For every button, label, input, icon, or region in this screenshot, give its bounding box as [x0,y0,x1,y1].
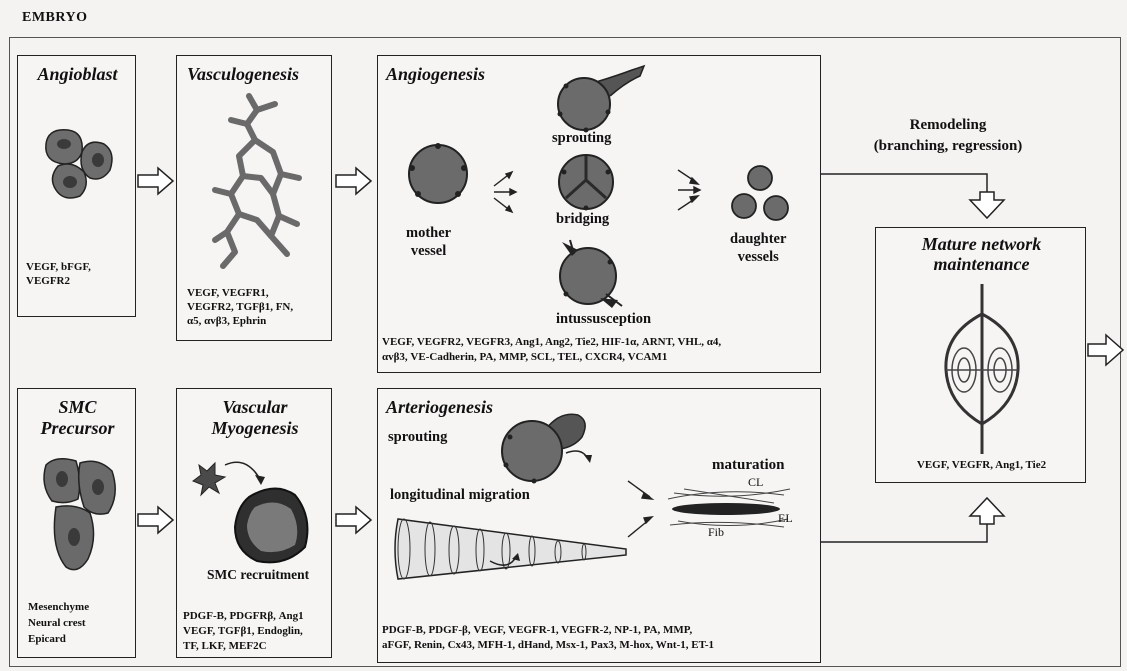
vascular-myogenesis-title: Vascular Myogenesis [177,397,333,439]
arteriogenesis-title: Arteriogenesis [386,397,493,418]
sprouting-vessel [536,62,656,132]
migration-cone [390,509,630,589]
angioblast-box: Angioblast VEGF, bFGF, VEGFR2 [17,55,136,317]
mature-network-factors: VEGF, VEGFR, Ang1, Tie2 [882,458,1081,472]
angioblast-cells [38,124,118,204]
arteriogenesis-factors: PDGF-B, PDGF-β, VEGF, VEGFR-1, VEGFR-2, … [382,623,714,653]
mature-network-title: Mature network maintenance [876,234,1087,274]
intussusception-label: intussusception [556,311,651,328]
mature-network-box: Mature network maintenance VEGF, VEGFR, … [875,227,1086,483]
maturation-fibers [664,479,794,539]
intussusception-vessel [548,236,628,316]
bridging-vessel [556,152,616,212]
maturation-label: maturation [712,457,785,474]
smc-precursor-box: SMC Precursor Mesenchyme Neural crest Ep… [17,388,136,658]
angiogenesis-box: Angiogenesis mother vessel sprouting bri… [377,55,821,373]
arrow-smc-to-myogenesis [136,505,176,535]
angioblast-factors: VEGF, bFGF, VEGFR2 [26,260,91,288]
vessel-network [209,90,309,270]
arrow-mature-exit [1086,333,1126,367]
mother-vessel [406,142,470,206]
vasculogenesis-title: Vasculogenesis [187,64,299,85]
merge-arrows [674,164,704,214]
cl-label: CL [748,475,763,490]
smc-precursor-title: SMC Precursor [18,397,137,439]
arrow-angioblast-to-vasculogenesis [136,166,176,196]
arterial-sprout [490,407,600,487]
vascular-myogenesis-box: Vascular Myogenesis SMC recruitment PDGF… [176,388,332,658]
fib-label: Fib [708,525,724,540]
el-label: EL [778,511,793,526]
arrow-myogenesis-to-arteriogenesis [334,505,374,535]
daughter-vessels [728,164,792,224]
angiogenesis-factors: VEGF, VEGFR2, VEGFR3, Ang1, Ang2, Tie2, … [382,335,721,365]
mature-network-figure [934,284,1030,454]
angioblast-title: Angioblast [18,64,137,85]
smc-recruitment-label: SMC recruitment [207,567,309,583]
smc-precursor-factors: Mesenchyme Neural crest Epicard [28,599,89,647]
arteriogenesis-box: Arteriogenesis sprouting longitudinal mi… [377,388,821,663]
arteriogenesis-connector [820,488,1020,558]
angiogenesis-title: Angiogenesis [386,64,485,85]
bridging-label: bridging [556,211,609,228]
maturation-arrows [622,467,662,547]
sprouting-label: sprouting [552,130,611,147]
daughter-vessels-label: daughter vessels [730,230,786,266]
arteriogenesis-sprouting-label: sprouting [388,429,447,446]
vasculogenesis-box: Vasculogenesis VEGF, VEGFR1, VEGFR2, TGF… [176,55,332,341]
embryo-header: EMBRYO [22,10,88,26]
mother-vessel-label: mother vessel [406,224,451,260]
vasculogenesis-factors: VEGF, VEGFR1, VEGFR2, TGFβ1, FN, α5, αvβ… [187,286,293,328]
longitudinal-migration-label: longitudinal migration [390,487,530,504]
smc-cells [36,451,122,581]
smc-recruitment-figure [185,451,325,571]
remodeling-connector [820,146,1020,226]
split-arrows [490,166,520,216]
arrow-vasculogenesis-to-angiogenesis [334,166,374,196]
vascular-myogenesis-factors: PDGF-B, PDGFRβ, Ang1 VEGF, TGFβ1, Endogl… [183,609,304,654]
